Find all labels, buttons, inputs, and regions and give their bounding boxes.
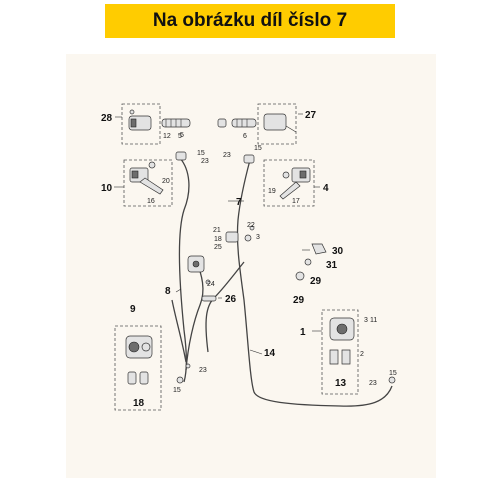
label-15a: 15 xyxy=(197,150,205,157)
leader-lines xyxy=(114,113,322,355)
distributor-block xyxy=(187,255,211,285)
label-18a: 18 xyxy=(214,236,222,243)
label-1: 1 xyxy=(300,327,306,338)
label-15c: 15 xyxy=(389,370,397,377)
label-17: 17 xyxy=(292,198,300,205)
label-22: 22 xyxy=(247,222,255,229)
label-18b: 18 xyxy=(133,398,145,409)
label-23d: 23 xyxy=(369,380,377,387)
label-11: 11 xyxy=(370,317,377,324)
label-3b: 3 xyxy=(364,317,368,324)
group-box-9 xyxy=(114,325,162,411)
label-29a: 29 xyxy=(310,276,322,287)
label-21: 21 xyxy=(213,227,221,234)
label-31: 31 xyxy=(326,260,338,271)
label-28: 28 xyxy=(101,113,113,124)
label-25: 25 xyxy=(214,244,222,251)
label-7: 7 xyxy=(236,197,242,208)
label-10: 10 xyxy=(101,183,113,194)
left-handlebar-assembly xyxy=(128,109,191,131)
left-brake-caliper xyxy=(125,335,153,385)
label-5a: 5 xyxy=(178,133,182,140)
part-number-banner: Na obrázku díl číslo 7 xyxy=(105,4,395,38)
label-24: 24 xyxy=(207,281,215,288)
group-box-4 xyxy=(263,159,315,207)
label-23b: 23 xyxy=(223,152,231,159)
label-23c: 23 xyxy=(199,367,207,374)
label-15d: 15 xyxy=(173,387,181,394)
group-box-28 xyxy=(121,103,161,145)
banner-text: Na obrázku díl číslo 7 xyxy=(152,10,348,31)
label-26: 26 xyxy=(225,294,237,305)
right-master-cylinder xyxy=(279,167,311,200)
label-8: 8 xyxy=(165,286,171,297)
right-brake-caliper xyxy=(329,317,355,365)
label-4: 4 xyxy=(323,183,329,194)
label-3a: 3 xyxy=(256,234,260,241)
label-12: 12 xyxy=(163,133,171,140)
brake-hoses xyxy=(171,157,393,407)
label-9: 9 xyxy=(130,304,136,315)
label-5b: 5 xyxy=(180,132,184,139)
label-14: 14 xyxy=(264,348,276,359)
label-20: 20 xyxy=(162,178,170,185)
label-27: 27 xyxy=(305,110,317,121)
label-16: 16 xyxy=(147,198,155,205)
label-23a: 23 xyxy=(201,158,209,165)
left-master-cylinder xyxy=(129,161,164,195)
label-13: 13 xyxy=(335,378,347,389)
hose-fittings xyxy=(175,151,396,384)
sensor-parts xyxy=(295,243,327,281)
label-6: 6 xyxy=(243,133,247,140)
right-handlebar-assembly xyxy=(217,113,297,133)
label-19: 19 xyxy=(268,188,276,195)
label-2: 2 xyxy=(360,351,364,358)
label-29b: 29 xyxy=(293,295,305,306)
group-box-1 xyxy=(321,309,359,395)
label-30: 30 xyxy=(332,246,344,257)
label-15b: 15 xyxy=(254,145,262,152)
group-box-10 xyxy=(123,159,173,207)
group-box-27 xyxy=(257,103,297,145)
